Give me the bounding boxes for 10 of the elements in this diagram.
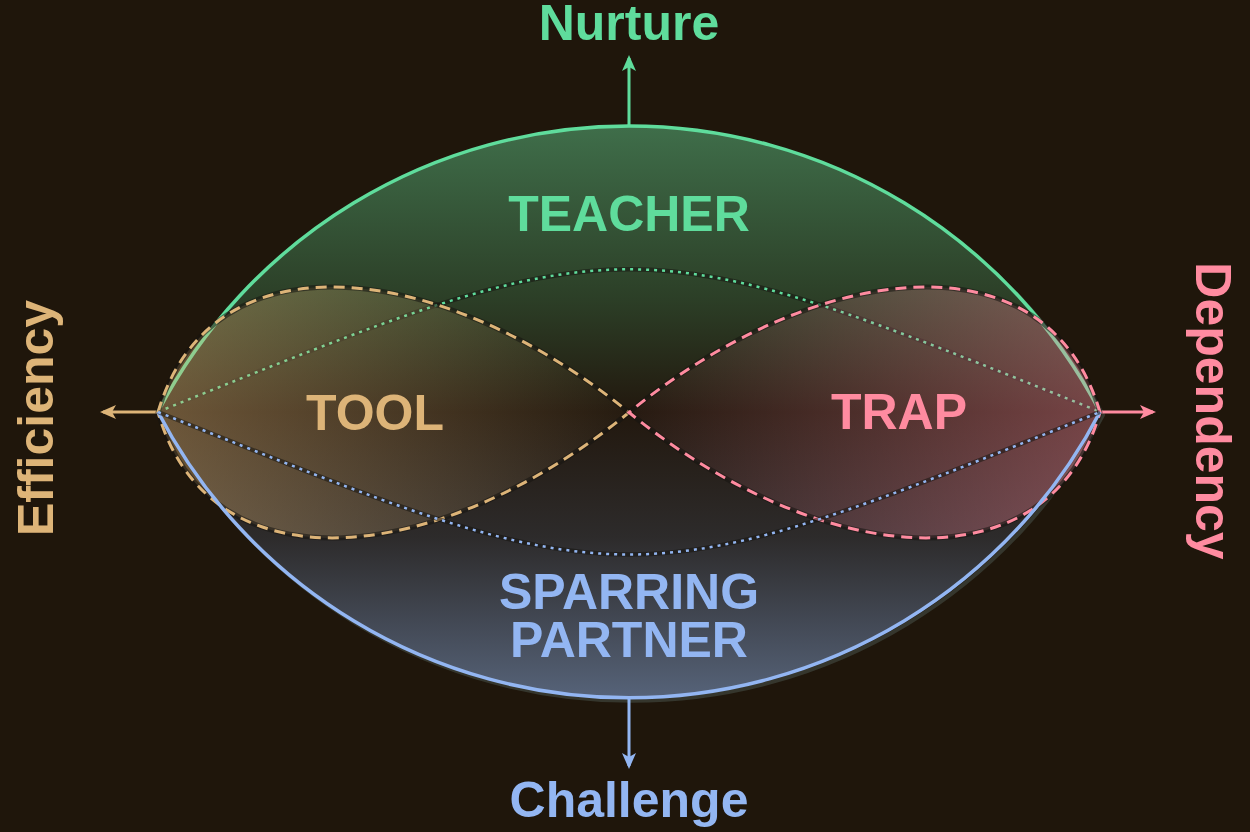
region-label: SPARRING PARTNER (497, 568, 761, 664)
axis-label: Dependency (1188, 262, 1238, 560)
region-label: TRAP (830, 388, 968, 436)
axis-label: Nurture (538, 0, 720, 48)
axis-label: Challenge (509, 775, 749, 825)
axis-label: Efficiency (11, 299, 61, 537)
right-lens-region (626, 283, 1103, 541)
left-lens-region (155, 283, 632, 541)
region-label: TEACHER (508, 190, 750, 238)
region-label: TOOL (306, 389, 444, 437)
